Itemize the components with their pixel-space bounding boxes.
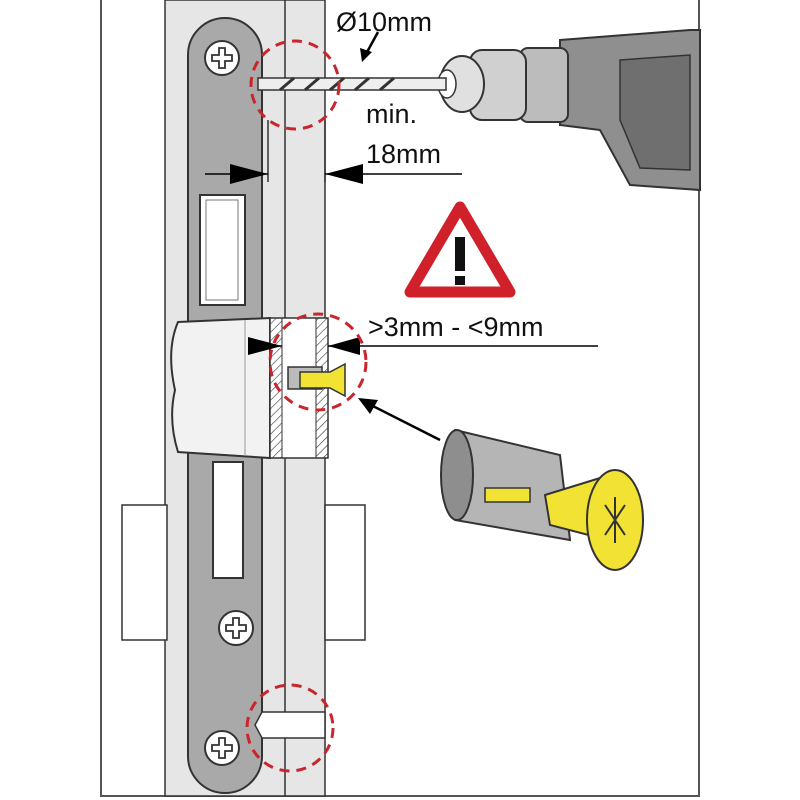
gap-dimension	[248, 337, 598, 355]
min-label: min.	[366, 99, 418, 129]
arrow-icon	[364, 31, 380, 55]
highlight-keeper-circle	[245, 683, 335, 773]
phillips-screw-icon	[204, 730, 240, 766]
depth-label: 18mm	[366, 139, 442, 169]
warning-triangle-icon	[404, 201, 516, 298]
installed-plug	[287, 362, 346, 398]
strike-slot-bottom	[212, 461, 244, 579]
lock-body-left	[121, 504, 168, 641]
highlight-plug-circle	[268, 312, 368, 412]
arrow-icon	[364, 400, 441, 442]
drill-diameter-label: Ø10mm	[336, 7, 433, 37]
keeper-notch	[254, 711, 326, 739]
phillips-screw-icon	[204, 40, 240, 76]
drill-bit	[257, 77, 447, 91]
lock-body-right	[324, 504, 366, 641]
highlight-drill-circle	[249, 39, 341, 131]
plug-detail	[440, 428, 644, 571]
drill-icon	[257, 29, 701, 192]
depth-dimension	[205, 120, 462, 184]
phillips-screw-icon	[218, 610, 254, 646]
gap-range-label: >3mm - <9mm	[368, 312, 544, 342]
